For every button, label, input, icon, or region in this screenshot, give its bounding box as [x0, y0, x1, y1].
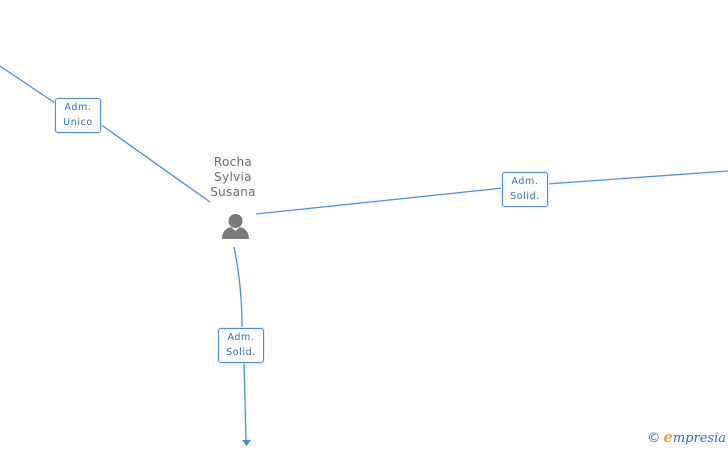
edge-label-adm-solid-right[interactable]: Adm. Solid. [502, 172, 548, 207]
person-icon[interactable] [222, 214, 249, 239]
edge-adm-solid-down [233, 246, 247, 441]
empresia-watermark: ©empresia [647, 428, 726, 446]
arrow-head-icon [242, 440, 251, 446]
copyright-icon: © [647, 431, 661, 446]
edge-adm-unico [0, 65, 211, 203]
edge-label-adm-unico[interactable]: Adm. Unico [55, 98, 101, 133]
brand-name: mpresia [672, 431, 726, 446]
brand-initial: e [663, 428, 673, 446]
edge-label-adm-solid-down[interactable]: Adm. Solid. [218, 328, 264, 363]
edge-adm-solid-right [255, 170, 728, 215]
person-name[interactable]: Rocha Sylvia Susana [210, 155, 256, 199]
